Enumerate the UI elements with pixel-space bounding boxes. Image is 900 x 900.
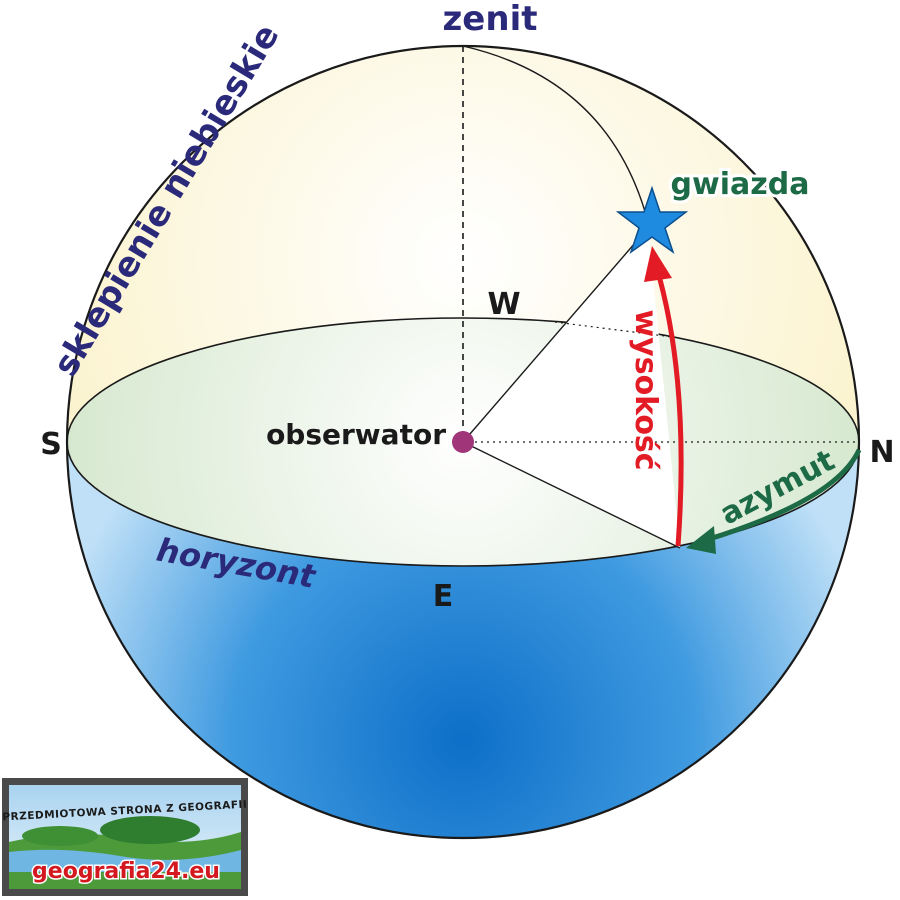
meridian-arc xyxy=(462,45,649,223)
north-label: N xyxy=(869,435,894,470)
east-label: E xyxy=(433,579,454,614)
observer-to-foot-line xyxy=(462,441,681,549)
star-label: gwiazda xyxy=(671,167,810,202)
south-label: S xyxy=(40,427,62,462)
observer-label: obserwator xyxy=(266,418,446,451)
logo-url[interactable]: geografia24.eu xyxy=(31,858,222,886)
azimuth-arrow xyxy=(705,448,862,543)
observer-to-star-line xyxy=(462,227,649,443)
observer-dot xyxy=(452,431,474,453)
altitude-arrow xyxy=(653,264,684,547)
west-label: W xyxy=(487,287,520,322)
azimuth-arrowhead xyxy=(686,526,716,554)
altitude-label: wysokość xyxy=(628,309,663,470)
star-icon xyxy=(615,185,689,254)
site-logo[interactable]: PRZEDMIOTOWA STRONA Z GEOGRAFII geografi… xyxy=(2,778,248,896)
altitude-arrowhead xyxy=(644,246,672,282)
zenith-label: zenit xyxy=(443,0,538,39)
